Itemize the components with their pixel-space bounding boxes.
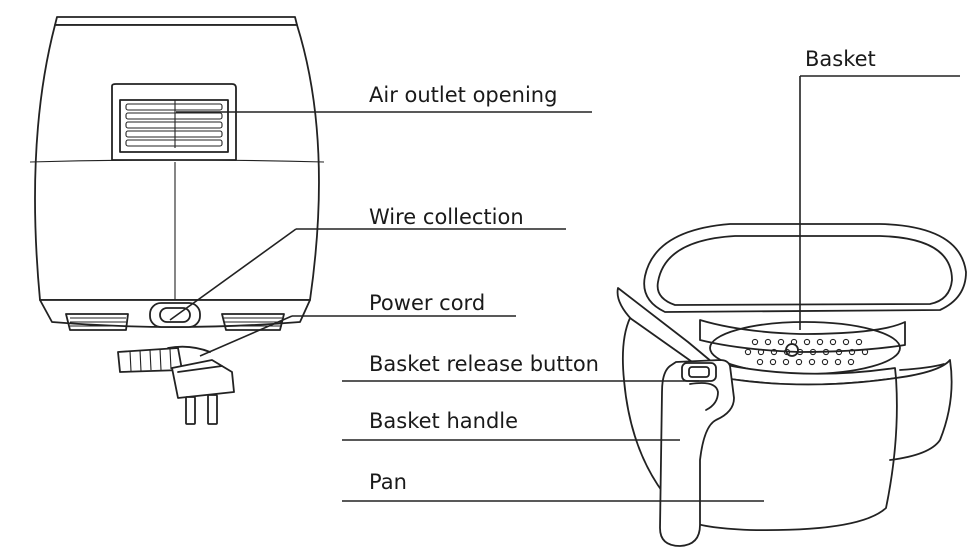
leader-lines xyxy=(169,75,960,502)
label-pan: Pan xyxy=(369,470,407,494)
leader-power-cord-2 xyxy=(199,315,293,357)
basket-handle xyxy=(659,359,735,547)
air-fryer-body xyxy=(29,16,325,328)
power-cord-plug xyxy=(117,345,235,425)
label-wire-collection: Wire collection xyxy=(369,205,524,229)
air-outlet-vent xyxy=(111,83,237,161)
basket-release-button xyxy=(681,362,717,382)
label-power-cord: Power cord xyxy=(369,291,485,315)
basket-mesh xyxy=(709,321,901,375)
bottom-vents xyxy=(65,313,285,331)
leader-wire-collection-2 xyxy=(169,228,297,321)
wire-collection-slot xyxy=(149,302,201,328)
label-basket-release-button: Basket release button xyxy=(369,352,599,376)
label-basket: Basket xyxy=(805,47,876,71)
label-basket-handle: Basket handle xyxy=(369,409,518,433)
basket xyxy=(643,223,967,353)
label-air-outlet-opening: Air outlet opening xyxy=(369,83,557,107)
